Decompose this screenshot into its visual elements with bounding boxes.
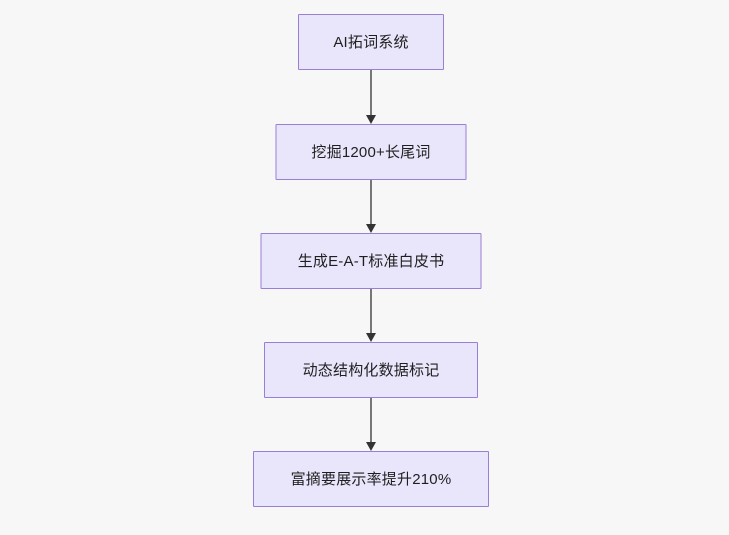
flow-connector-4: [365, 398, 377, 451]
arrow-head-icon: [366, 115, 376, 124]
flow-node-label: 动态结构化数据标记: [302, 361, 440, 379]
flow-connector-2: [365, 180, 377, 233]
flow-node-label: 挖掘1200+长尾词: [311, 143, 431, 161]
flow-node-label: AI拓词系统: [333, 33, 409, 51]
flow-node-label: 富摘要展示率提升210%: [290, 470, 452, 488]
connector-line: [370, 70, 372, 115]
flow-node-generate-eat-whitepaper[interactable]: 生成E-A-T标准白皮书: [260, 233, 482, 289]
connector-line: [370, 398, 372, 442]
flow-connector-3: [365, 289, 377, 342]
flow-node-label: 生成E-A-T标准白皮书: [297, 252, 445, 270]
connector-line: [370, 289, 372, 333]
flow-connector-1: [365, 70, 377, 124]
flow-node-ai-keyword-system[interactable]: AI拓词系统: [298, 14, 444, 70]
arrow-head-icon: [366, 333, 376, 342]
flow-node-dynamic-structured-data-markup[interactable]: 动态结构化数据标记: [264, 342, 478, 398]
flow-node-rich-snippet-impression-lift[interactable]: 富摘要展示率提升210%: [253, 451, 489, 507]
connector-line: [370, 180, 372, 224]
flow-node-mine-longtail-keywords[interactable]: 挖掘1200+长尾词: [275, 124, 467, 180]
arrow-head-icon: [366, 442, 376, 451]
arrow-head-icon: [366, 224, 376, 233]
